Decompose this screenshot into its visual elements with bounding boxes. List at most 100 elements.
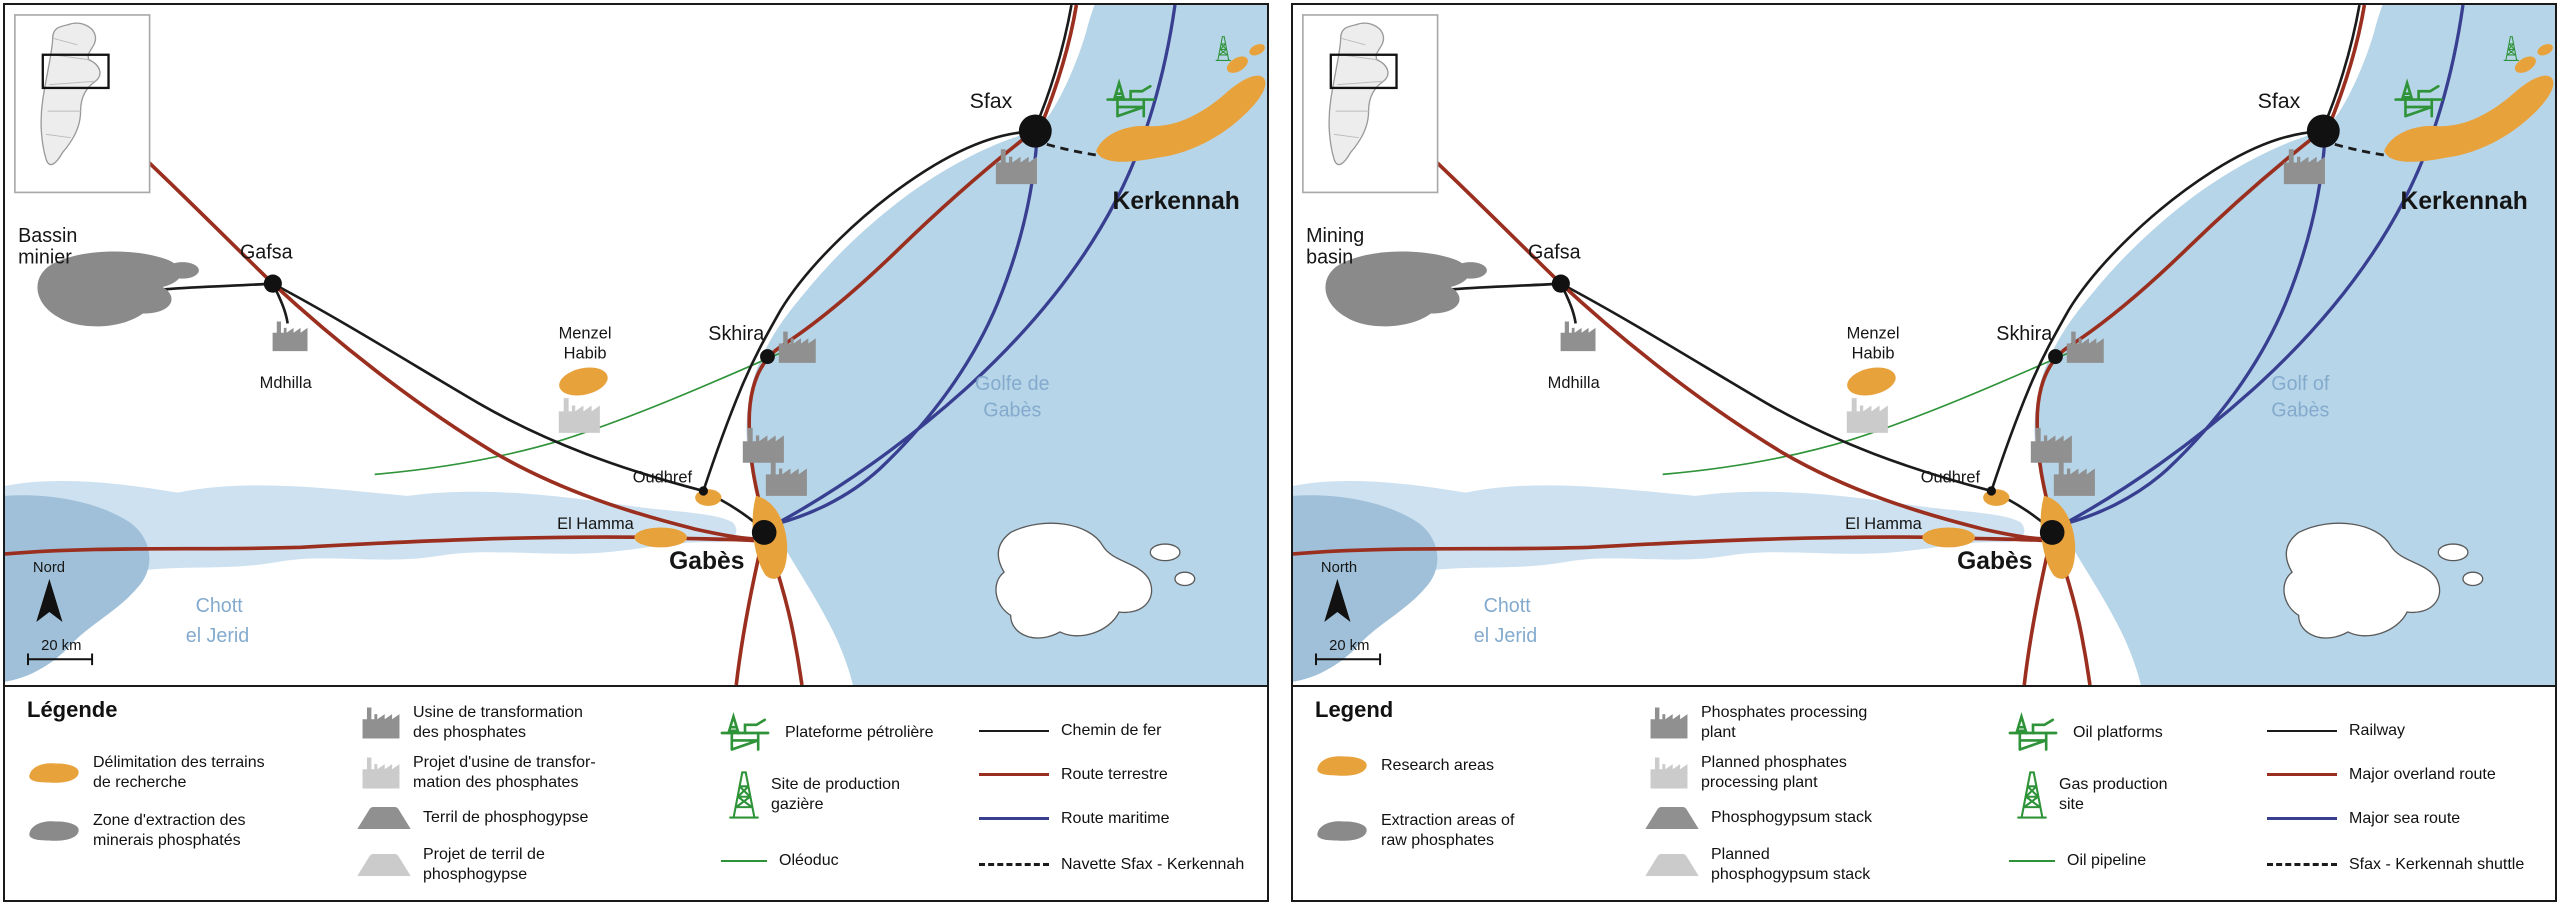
- label-mining-basin: basin: [1306, 247, 1353, 269]
- label-chott: el Jerid: [1474, 625, 1538, 647]
- legend-item-railway: Chemin de fer: [979, 721, 1162, 741]
- label-oudhref: Oudhref: [633, 469, 693, 487]
- research-area-icon: [29, 762, 79, 783]
- label-skhira: Skhira: [708, 323, 765, 345]
- legend-label: des phosphates: [413, 723, 526, 741]
- legend-label: Navette Sfax - Kerkennah: [1061, 856, 1245, 873]
- legend-label: Oil pipeline: [2067, 852, 2147, 869]
- legend-item-platform: Plateforme pétrolière: [717, 711, 934, 755]
- map-area-en: Mining basin Gafsa Mdhilla Menzel Habib …: [1293, 5, 2555, 687]
- map-area-fr: Bassin minier Gafsa Mdhilla Menzel Habib…: [5, 5, 1267, 687]
- label-chott: Chott: [1484, 595, 1532, 617]
- legend-label: minerais phosphatés: [93, 831, 241, 849]
- sea-route-line-icon: [979, 817, 1049, 821]
- planned-factory-icon: [362, 756, 400, 789]
- label-mining-basin: minier: [18, 247, 72, 269]
- label-el-hamma: El Hamma: [557, 515, 634, 533]
- legend-item-pipeline: Oléoduc: [721, 851, 839, 871]
- label-kerkennah: Kerkennah: [2401, 188, 2528, 215]
- legend-label: Extraction areas of: [1381, 812, 1515, 829]
- planned-stack-icon: [1645, 853, 1699, 876]
- label-mdhilla: Mdhilla: [1548, 374, 1601, 392]
- label-gabes: Gabès: [669, 548, 744, 575]
- legend-item-extraction: Zone d'extraction des minerais phosphatés: [27, 811, 245, 850]
- label-gulf: Golf of: [2271, 373, 2330, 395]
- legend-title: Legend: [1315, 697, 1394, 722]
- legend-item-research: Délimitation des terrains de recherche: [27, 753, 265, 792]
- label-oudhref: Oudhref: [1921, 469, 1981, 487]
- legend-label: de recherche: [93, 773, 187, 791]
- label-chott: el Jerid: [186, 625, 250, 647]
- label-chott: Chott: [196, 595, 244, 617]
- legend-label: Route terrestre: [1061, 766, 1168, 783]
- map-canvas-fr: Bassin minier Gafsa Mdhilla Menzel Habib…: [5, 5, 1267, 685]
- legend-label: gazière: [771, 796, 824, 813]
- legend-label: phosphogypse: [423, 865, 528, 883]
- legend-item-platform: Oil platforms: [2005, 711, 2163, 755]
- research-area-icon: [1317, 756, 1367, 776]
- legend-label: raw phosphates: [1381, 831, 1494, 849]
- shuttle-line-icon: [979, 863, 1049, 867]
- label-skhira: Skhira: [1996, 323, 2053, 345]
- legend-label: Délimitation des terrains: [93, 754, 265, 771]
- legend-label: phosphogypsum stack: [1711, 865, 1871, 883]
- legend-label: Zone d'extraction des: [93, 812, 246, 829]
- label-mdhilla: Mdhilla: [260, 374, 313, 392]
- overland-route-line-icon: [2267, 773, 2337, 777]
- legend-label: Planned: [1711, 846, 1770, 863]
- label-gulf: Gabès: [2271, 399, 2329, 421]
- legend-fr: Légende Délimitation des terrains de rech…: [5, 687, 1267, 900]
- legend-label: Plateforme pétrolière: [785, 724, 934, 742]
- label-menzel-habib: Menzel: [1847, 324, 1900, 342]
- legend-item-pipeline: Oil pipeline: [2009, 851, 2146, 871]
- label-gulf: Golfe de: [975, 373, 1049, 395]
- planned-factory-icon: [1650, 756, 1688, 789]
- legend-item-searoute: Major sea route: [2267, 809, 2460, 829]
- legend-title: Légende: [27, 697, 118, 722]
- label-gabes: Gabès: [1957, 548, 2032, 575]
- overland-route-line-icon: [979, 773, 1049, 777]
- stack-icon: [1645, 807, 1699, 829]
- legend-label: Gas production: [2059, 776, 2168, 794]
- legend-label: processing plant: [1701, 773, 1818, 791]
- label-gulf: Gabès: [983, 399, 1041, 421]
- label-north: North: [1321, 560, 1357, 576]
- legend-label: Oil platforms: [2073, 724, 2163, 742]
- railway-line-icon: [2267, 729, 2337, 732]
- label-north: Nord: [33, 560, 65, 576]
- label-menzel-habib: Menzel: [559, 324, 612, 342]
- map-geometry: [1293, 5, 2555, 685]
- label-sfax: Sfax: [2258, 89, 2301, 113]
- legend-item-shuttle: Navette Sfax - Kerkennah: [979, 855, 1244, 875]
- legend-label: Phosphates processing: [1701, 704, 1868, 721]
- legend-label: site: [2059, 796, 2084, 813]
- label-kerkennah: Kerkennah: [1113, 188, 1240, 215]
- legend-item-planned-stack: Planned phosphogypsum stack: [1645, 845, 1870, 884]
- label-scale: 20 km: [1329, 638, 1369, 654]
- factory-icon: [362, 706, 400, 739]
- map-geometry: [5, 5, 1267, 685]
- map-panel-en: Mining basin Gafsa Mdhilla Menzel Habib …: [1291, 3, 2557, 902]
- map-labels-fr: Bassin minier Gafsa Mdhilla Menzel Habib…: [18, 89, 1240, 654]
- legend-label: Phosphogypsum stack: [1711, 809, 1872, 827]
- oil-platform-icon: [720, 715, 770, 751]
- sea-route-line-icon: [2267, 817, 2337, 821]
- legend-label: Major overland route: [2349, 766, 2496, 783]
- shuttle-line-icon: [2267, 863, 2337, 867]
- legend-item-gas: Gas production site: [2017, 769, 2168, 821]
- label-mining-basin: Mining: [1306, 225, 1364, 247]
- map-labels-en: Mining basin Gafsa Mdhilla Menzel Habib …: [1306, 89, 2528, 654]
- legend-label: Planned phosphates: [1701, 754, 1847, 771]
- planned-stack-icon: [357, 853, 411, 876]
- legend-label: Oléoduc: [779, 852, 839, 869]
- legend-item-stack: Phosphogypsum stack: [1645, 807, 1872, 829]
- extraction-area-icon: [1317, 820, 1367, 841]
- label-scale: 20 km: [41, 638, 81, 654]
- map-canvas-en: Mining basin Gafsa Mdhilla Menzel Habib …: [1293, 5, 2555, 685]
- legend-item-stack: Terril de phosphogypse: [357, 807, 588, 829]
- railway-line-icon: [979, 729, 1049, 732]
- legend-label: Sfax - Kerkennah shuttle: [2349, 856, 2525, 873]
